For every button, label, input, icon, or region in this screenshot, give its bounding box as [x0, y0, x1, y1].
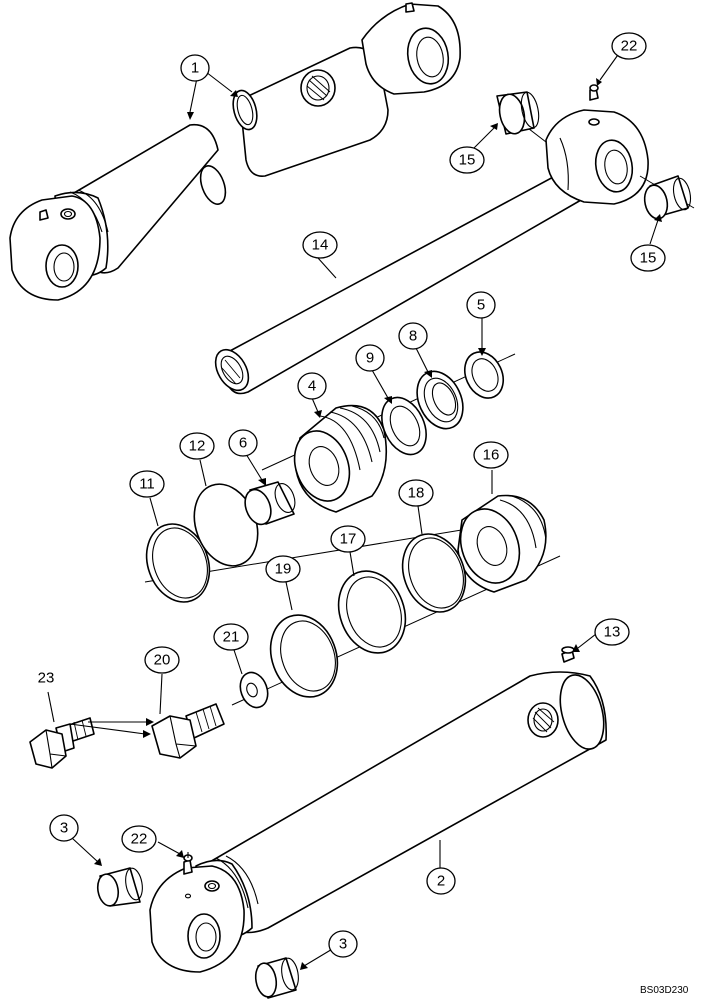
callout-15-upper: 15: [449, 146, 485, 174]
svg-text:13: 13: [604, 624, 621, 641]
ring-item-18: [401, 533, 467, 613]
callout-22-lower: 22: [121, 825, 157, 853]
callout-6: 6: [228, 429, 258, 457]
callout-17: 17: [330, 525, 366, 553]
callout-8: 8: [398, 322, 428, 350]
svg-text:22: 22: [621, 38, 638, 55]
drawing-code: BS03D230: [640, 985, 689, 996]
piston: [457, 494, 547, 593]
callout-3-lower: 3: [328, 930, 358, 958]
callout-13: 13: [594, 618, 630, 646]
svg-text:1: 1: [191, 60, 199, 77]
callout-2: 2: [426, 867, 456, 895]
svg-text:5: 5: [477, 297, 485, 314]
callout-15-lower: 15: [630, 244, 666, 272]
washer-item-21: [239, 671, 269, 709]
svg-text:15: 15: [459, 152, 476, 169]
callout-5: 5: [466, 291, 496, 319]
callout-12: 12: [179, 432, 215, 460]
callout-21: 21: [213, 623, 249, 651]
cylinder-gland: [293, 404, 388, 513]
callout-16: 16: [473, 441, 509, 469]
ring-item-17: [337, 570, 407, 654]
callout-14: 14: [302, 231, 338, 259]
svg-text:15: 15: [640, 250, 657, 267]
callout-1: 1: [180, 54, 210, 82]
ring-item-11: [145, 523, 211, 603]
callout-18: 18: [398, 479, 434, 507]
plug-item-13: [561, 646, 575, 663]
bushing-item-3-upper: [96, 867, 143, 907]
svg-text:6: 6: [239, 435, 247, 452]
svg-text:8: 8: [409, 328, 417, 345]
callout-20: 20: [144, 646, 180, 674]
svg-text:21: 21: [223, 629, 240, 646]
grease-fitting-upper: [589, 84, 599, 101]
svg-text:16: 16: [483, 447, 500, 464]
svg-text:9: 9: [366, 350, 374, 367]
bushing-item-6: [244, 481, 296, 526]
leader-lines: [47, 51, 662, 970]
svg-text:11: 11: [139, 476, 155, 493]
svg-text:20: 20: [154, 652, 171, 669]
svg-text:3: 3: [60, 820, 68, 837]
svg-text:12: 12: [189, 438, 206, 455]
svg-text:4: 4: [308, 378, 316, 395]
cylinder-barrel-lower: [149, 671, 607, 973]
callout-4: 4: [297, 372, 327, 400]
svg-text:18: 18: [408, 485, 425, 502]
bolt-item-20: [151, 703, 225, 759]
bushing-lower: [643, 175, 692, 220]
svg-text:17: 17: [340, 531, 357, 548]
washer-item-5: [463, 351, 505, 399]
ring-item-19: [269, 614, 339, 698]
grease-fitting-lower: [183, 852, 193, 875]
svg-text:14: 14: [312, 237, 329, 254]
callout-22-upper: 22: [611, 32, 647, 60]
bushing-item-3-lower: [254, 957, 299, 999]
callout-3-upper: 3: [49, 814, 79, 842]
svg-text:2: 2: [437, 873, 445, 890]
cylinder-barrel-section: [232, 2, 461, 177]
piston-rod: [214, 109, 649, 395]
cylinder-barrel-upper: [9, 123, 227, 301]
svg-text:3: 3: [339, 936, 347, 953]
svg-text:19: 19: [275, 561, 292, 578]
callout-9: 9: [355, 344, 385, 372]
callout-19: 19: [265, 555, 301, 583]
svg-text:23: 23: [38, 670, 55, 687]
callout-11: 11: [129, 470, 165, 498]
svg-text:22: 22: [131, 831, 148, 848]
bushing-upper: [496, 91, 540, 135]
callout-23: 23: [38, 670, 55, 687]
